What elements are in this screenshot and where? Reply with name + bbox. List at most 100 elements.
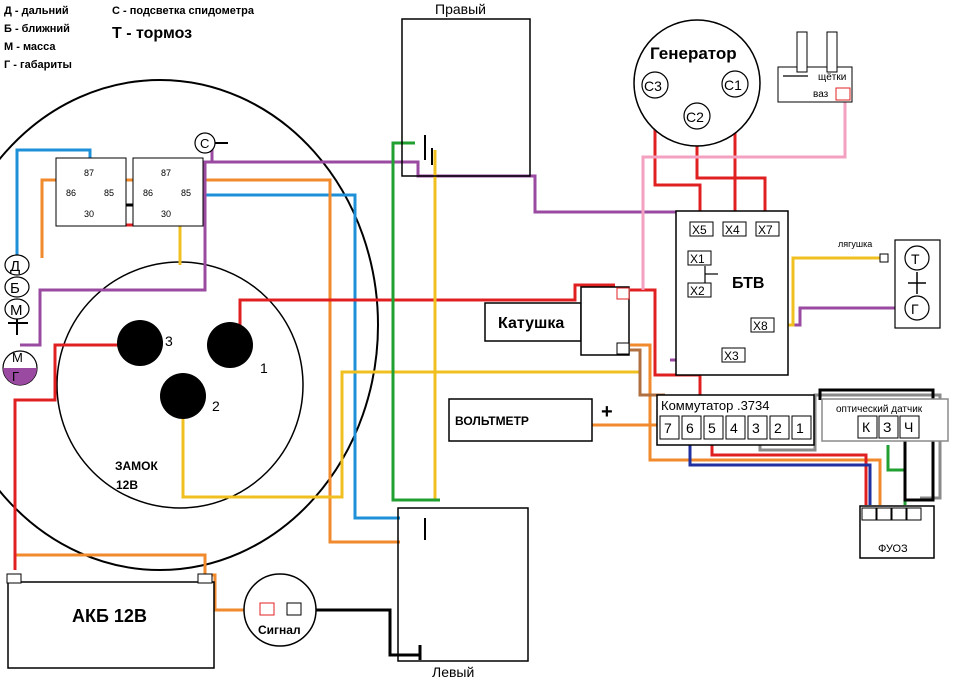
relay-right-87: 87 <box>161 168 171 178</box>
generator-pin-c1 <box>721 70 749 98</box>
brush-1 <box>796 31 808 73</box>
battery-label: АКБ 12В <box>72 606 147 626</box>
commutator-pin-1 <box>791 415 812 440</box>
relay-left-85: 85 <box>104 188 114 198</box>
legend-g: Г - габариты <box>4 59 72 71</box>
fuoz-pin-1 <box>861 507 877 521</box>
legend-c: С - подсветка спидометра <box>112 5 255 17</box>
generator-label: Генератор <box>650 44 737 63</box>
fuoz-pin-3 <box>891 507 907 521</box>
btv-x8 <box>750 317 775 333</box>
generator-pin-c2-label: С2 <box>686 109 704 125</box>
horn-label: Сигнал <box>258 623 301 637</box>
commutator-pin-3-label: 3 <box>752 420 760 436</box>
brushes-label: щётки <box>818 72 846 83</box>
brush-2 <box>826 31 838 73</box>
commutator-pin-6 <box>681 415 702 440</box>
frog-label: лягушка <box>838 239 872 249</box>
commutator-pin-2 <box>769 415 790 440</box>
wire-orange-1 <box>40 178 400 544</box>
ignition-pin-2: 2 <box>212 398 220 414</box>
left-headlight-box <box>397 507 529 662</box>
commutator-pin-7 <box>659 415 680 440</box>
generator-pin-c3-label: С3 <box>644 78 662 94</box>
wire-brown-1 <box>630 348 665 397</box>
btv-x3 <box>721 347 746 363</box>
switch-d-letter: Д <box>10 258 20 275</box>
ignition-label: ЗАМОК <box>115 459 159 473</box>
wire-purple-2 <box>780 306 905 327</box>
ignition-housing-oval <box>0 79 379 571</box>
wire-black-1 <box>300 608 420 657</box>
battery-terminal-minus <box>197 573 213 584</box>
commutator-pin-2-label: 2 <box>774 420 782 436</box>
generator-pin-c1-label: С1 <box>724 77 742 93</box>
sensor-pin-z <box>878 415 899 439</box>
btv-x4 <box>722 221 747 237</box>
relay-left <box>55 157 127 227</box>
coil-terminal-2 <box>616 342 630 355</box>
wire-blue-1 <box>15 148 92 255</box>
btv-x5-label: X5 <box>692 223 707 237</box>
generator-pin-c3 <box>641 71 669 99</box>
coil-box <box>484 302 582 342</box>
generator-circle <box>633 19 761 147</box>
coil-label: Катушка <box>498 315 564 332</box>
horn-terminal-1 <box>259 602 275 616</box>
frog-lamp-brake <box>904 245 930 271</box>
sensor-pin-k-label: К <box>862 419 871 435</box>
legend-d: Д - дальний <box>4 5 69 17</box>
relay-right-86: 86 <box>143 188 153 198</box>
sensor-pin-ch <box>899 415 920 439</box>
legend-b: Б - ближний <box>4 23 70 35</box>
relay-left-86: 86 <box>66 188 76 198</box>
btv-x1-label: X1 <box>690 252 705 266</box>
wire-black-2 <box>818 388 935 502</box>
wire-red-6 <box>695 128 767 222</box>
tail-lamp-fill <box>3 368 37 385</box>
wire-orange-3 <box>15 553 207 575</box>
right-headlight-label: Правый <box>435 1 486 17</box>
voltmeter-box <box>448 398 593 442</box>
horn-terminal-2 <box>286 602 302 616</box>
legend-m: М - масса <box>4 41 56 53</box>
tail-lamp-g: Г <box>12 369 19 384</box>
relay-left-87: 87 <box>84 168 94 178</box>
sensor-pin-z-label: З <box>883 419 891 435</box>
fuoz-label: ФУОЗ <box>878 543 908 555</box>
coil-terminal-1 <box>616 287 630 300</box>
generator-pin-c2 <box>683 102 711 130</box>
commutator-pin-4 <box>725 415 746 440</box>
brushes-vaz-label: ваз <box>813 89 829 100</box>
relay-left-30: 30 <box>84 209 94 219</box>
commutator-pin-7-label: 7 <box>664 420 672 436</box>
commutator-pin-6-label: 6 <box>686 420 694 436</box>
optical-sensor-label: оптический датчик <box>836 404 923 415</box>
ignition-contact-3 <box>117 320 163 366</box>
speedo-lamp-letter: С <box>200 136 209 151</box>
sensor-pin-ch-label: Ч <box>904 419 913 435</box>
wire-gray-1 <box>758 393 942 500</box>
btv-x7-label: X7 <box>758 223 773 237</box>
relay-right <box>132 157 204 227</box>
btv-x7 <box>755 221 780 237</box>
frog-lamp-tail-letter: Г <box>911 301 919 317</box>
switch-b <box>4 276 30 298</box>
ignition-contact-2 <box>160 373 206 419</box>
wire-orange-6 <box>630 343 882 505</box>
tail-lamp-m: М <box>12 350 23 365</box>
frog-terminal <box>879 253 889 263</box>
frog-lamp-tail <box>904 295 930 321</box>
btv-x8-label: X8 <box>753 319 768 333</box>
btv-x2 <box>687 282 712 298</box>
wire-yellow-2 <box>181 370 640 499</box>
ignition-contact-1 <box>207 322 253 368</box>
frog-lamp-brake-letter: Т <box>911 251 920 267</box>
wire-red-1 <box>13 343 130 570</box>
left-headlight-label: Левый <box>432 664 474 680</box>
switch-d <box>4 254 30 276</box>
switch-b-letter: Б <box>10 280 20 297</box>
ignition-volt: 12В <box>116 478 138 492</box>
sensor-pin-k <box>857 415 878 439</box>
